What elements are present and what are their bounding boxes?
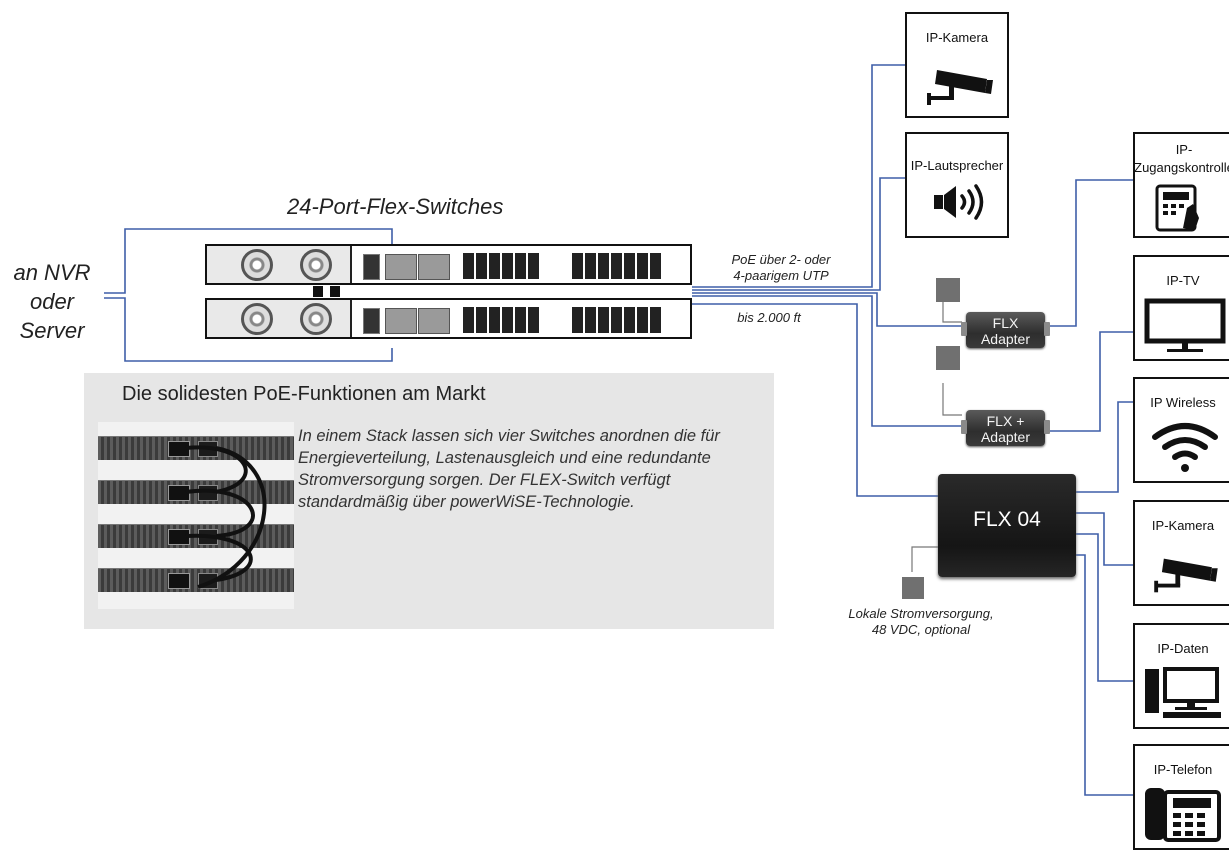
device-ip-lautsprecher: IP-Lautsprecher [905, 132, 1009, 238]
device-label: IP Wireless [1150, 395, 1216, 410]
phone-icon [1145, 788, 1221, 842]
adapter-label: FLX + [986, 413, 1025, 429]
cable-ip-kamera-2 [1076, 512, 1133, 566]
feature-panel: Die solidesten PoE-Funktionen am Markt I… [84, 373, 774, 629]
power-supply-icon [902, 577, 924, 599]
cable-ip-lautsprecher [692, 177, 905, 291]
adapter-label: FLX [992, 315, 1019, 331]
flx04-hub: FLX 04 [938, 474, 1076, 577]
local-power-line-1: Lokale Stromversorgung, [848, 606, 994, 621]
sfp-port [363, 254, 380, 280]
poe-note-line-1: PoE über 2- oder [731, 252, 831, 267]
wifi-icon [1152, 423, 1218, 472]
device-label: IP-Daten [1157, 641, 1209, 656]
device-ip-tv: IP-TV [1133, 255, 1229, 361]
uplink-port [385, 308, 417, 334]
device-label: IP-Kamera [925, 30, 989, 45]
cable-flx-adapter [692, 292, 962, 327]
local-power-note: Lokale Stromversorgung, 48 VDC, optional [832, 606, 1010, 638]
source-line-1: an NVR [13, 260, 91, 285]
poe-note: PoE über 2- oder 4-paarigem UTP [716, 252, 846, 284]
cable-ip-tv [1048, 331, 1133, 432]
stack-link [330, 286, 340, 297]
sfp-port [363, 308, 380, 334]
camera-icon [1154, 558, 1218, 593]
device-label: IP-TV [1166, 273, 1200, 288]
switch-stack-title: 24-Port-Flex-Switches [287, 194, 504, 219]
cable-ip-telefon [1076, 554, 1133, 796]
device-ip-zugangskontrolle: IP-Zugangskontrolle [1133, 132, 1229, 238]
power-supply-icon [936, 278, 960, 302]
stacked-switches-photo [98, 422, 294, 609]
device-label: IP-Kamera [1151, 518, 1215, 533]
port-group [572, 253, 663, 279]
fan-icon [300, 249, 332, 281]
uplink-port [385, 254, 417, 280]
device-ip-kamera-1: IP-Kamera [905, 12, 1009, 118]
device-label: IP-Telefon [1153, 762, 1213, 777]
tv-icon [1144, 298, 1226, 352]
cable-flx-plus-adapter [692, 295, 962, 427]
computer-icon [1145, 667, 1221, 718]
source-label: an NVR oder Server [0, 258, 104, 345]
adapter-label: Adapter [980, 429, 1031, 445]
flex-switch-top [205, 244, 692, 285]
uplink-cable-bottom [104, 297, 393, 362]
device-ip-kamera-2: IP-Kamera [1133, 500, 1229, 606]
cable-ip-kamera-1 [692, 64, 905, 288]
switch-fan-panel [207, 246, 352, 283]
uplink-port [418, 308, 450, 334]
port-group [572, 307, 663, 333]
device-label: IP-Lautsprecher [910, 158, 1004, 173]
power-supply-icon [936, 346, 960, 370]
port-group [463, 253, 541, 279]
fan-icon [241, 303, 273, 335]
device-ip-telefon: IP-Telefon [1133, 744, 1229, 850]
device-label: IP-Zugangskontrolle [1134, 142, 1229, 175]
uplink-port [418, 254, 450, 280]
psu-cable-2 [942, 383, 962, 416]
fan-icon [241, 249, 273, 281]
flex-switch-bottom [205, 298, 692, 339]
hub-label: FLX 04 [973, 508, 1041, 531]
cable-ip-daten [1076, 533, 1133, 682]
uplink-cable-top [104, 228, 393, 294]
camera-icon [927, 70, 993, 105]
device-ip-daten: IP-Daten [1133, 623, 1229, 729]
port-group [463, 307, 541, 333]
source-line-3: Server [19, 318, 85, 343]
fan-icon [300, 303, 332, 335]
source-line-2: oder [29, 289, 75, 314]
flx-adapter: FLX Adapter [961, 312, 1050, 348]
switch-fan-panel [207, 300, 352, 337]
stack-link [313, 286, 323, 297]
flx-plus-adapter: FLX + Adapter [961, 410, 1050, 446]
panel-title: Die solidesten PoE-Funktionen am Markt [122, 383, 486, 405]
psu-cable-1 [942, 300, 962, 323]
panel-body: In einem Stack lassen sich vier Switches… [298, 427, 720, 511]
access-control-icon [1155, 184, 1199, 232]
cable-flx04 [692, 303, 938, 497]
distance-note: bis 2.000 ft [737, 310, 801, 325]
device-ip-wireless: IP Wireless [1133, 377, 1229, 483]
poe-note-line-2: 4-paarigem UTP [733, 268, 829, 283]
speaker-icon [934, 184, 984, 220]
psu-cable-3 [911, 546, 938, 572]
cable-zugangskontrolle [1048, 179, 1133, 327]
cable-ip-wireless [1076, 401, 1133, 493]
adapter-label: Adapter [980, 331, 1031, 347]
local-power-line-2: 48 VDC, optional [871, 622, 971, 637]
